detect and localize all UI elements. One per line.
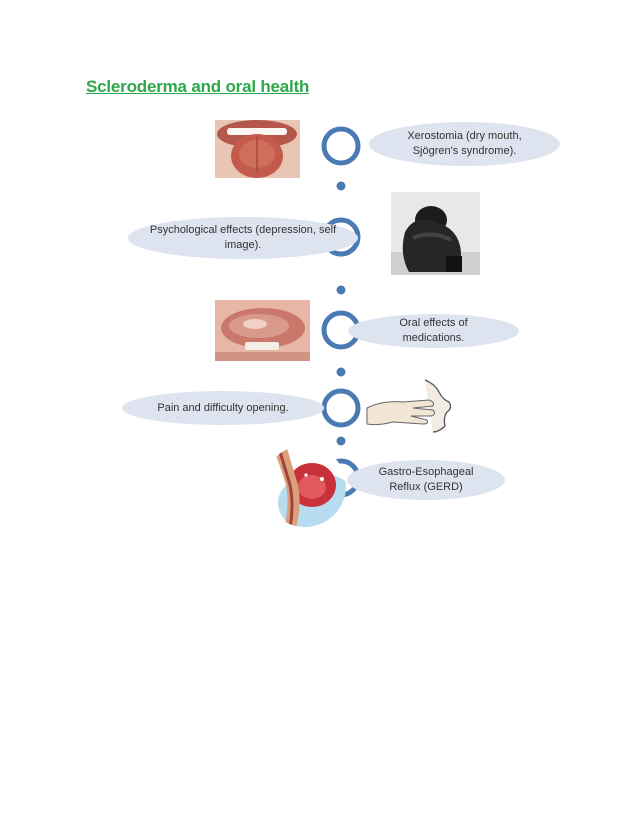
label-medications: Oral effects of medications. [399,317,468,344]
label-pain: Pain and difficulty opening. [157,401,289,414]
label-xerostomia: Xerostomia (dry mouth, Sjögren's syndrom… [407,130,522,157]
label-bubble-gerd: Gastro-Esophageal Reflux (GERD) [347,460,505,500]
label-psychological: Psychological effects (depression, self … [149,224,337,251]
label-bubble-psychological: Psychological effects (depression, self … [128,217,358,259]
timeline-ring-1 [321,126,361,166]
label-bubble-medications: Oral effects of medications. [348,314,519,348]
depressed-person-photo [391,192,480,275]
dry-tongue-photo [215,120,300,178]
timeline-dot [336,436,346,446]
esophagus-illustration [264,445,346,527]
tongue-lesion-photo [215,300,310,361]
label-bubble-xerostomia: Xerostomia (dry mouth, Sjögren's syndrom… [369,122,560,166]
hand-at-mouth-sketch [363,378,455,434]
page-title: Scleroderma and oral health [86,77,310,96]
timeline-dot [336,285,346,295]
label-bubble-pain: Pain and difficulty opening. [122,391,324,425]
label-gerd: Gastro-Esophageal Reflux (GERD) [378,466,474,493]
timeline-dot [336,367,346,377]
timeline-ring-4 [321,388,361,428]
timeline-dot [336,181,346,191]
